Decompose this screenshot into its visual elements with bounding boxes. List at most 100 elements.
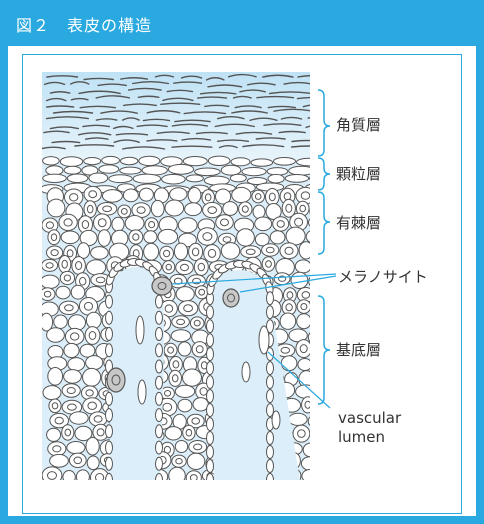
corneum-strand [218,145,238,149]
spinous-cell [182,368,202,387]
corneum-strand [137,95,160,98]
spinous-cell [164,199,185,217]
spinous-cell [75,469,90,480]
spinous-cell [305,230,310,243]
spinous-cell [58,213,78,231]
spinous-nucleus [185,428,193,437]
spinous-cell [302,442,310,458]
spinous-cell [68,452,87,468]
lumen-shape [241,361,251,383]
spinous-nucleus [294,217,304,227]
spinous-cell [84,326,101,345]
spinous-nucleus [162,402,173,412]
spinous-cell [59,270,76,286]
corneum-strand [174,119,211,123]
corneum-strand [84,137,109,140]
spinous-nucleus [50,233,58,241]
granular-cells [42,155,310,195]
spinous-nucleus [207,206,217,215]
spinous-nucleus [164,390,172,397]
corneum-strand [70,81,90,85]
lumen-shape [135,315,145,345]
granular-cell [120,156,139,166]
spinous-nucleus [191,417,200,425]
basal-cell [155,343,163,358]
spinous-cell [272,216,290,232]
basal-bracket [317,295,331,405]
spinous-cell [62,470,76,480]
granular-cell [309,176,310,181]
spinous-nucleus [297,429,306,438]
spinous-nucleus [312,419,318,424]
corneum-strand [267,105,296,109]
spinous-nucleus [64,428,72,437]
spinous-cell [297,358,310,371]
spinous-nucleus [180,263,189,272]
spinous-cell [279,312,297,330]
spinous-cell [46,198,66,218]
spinous-cell [177,217,198,234]
spinous-cell [173,242,189,261]
label-stratum-basale: 基底層 [336,341,381,359]
spinous-nucleus [299,344,308,354]
spinous-cell [294,259,310,274]
basal-cell [105,456,113,471]
granular-cell [88,172,109,184]
granular-cell [132,173,162,184]
spinous-nucleus [50,249,59,257]
spinous-nucleus [265,260,272,268]
spinous-nucleus [66,387,76,394]
spinous-nucleus [300,303,308,311]
spinous-cell [254,232,270,247]
spinous-cell [48,398,62,414]
melanocyte-nucleus [157,282,167,290]
basal-cell [266,445,274,459]
spinous-cell [157,228,179,245]
corneum-strand [46,75,79,78]
basal-cell [266,403,274,418]
spinous-cell [46,245,64,260]
spinous-nucleus [304,400,310,409]
spinous-cell [296,299,310,314]
spinous-nucleus [81,220,90,229]
corneum-strand [113,139,140,143]
melanocyte-cell [151,276,173,296]
spinous-cell [58,300,80,315]
corneum-strand [262,74,294,78]
basal-cell [266,431,274,445]
spinous-nucleus [43,290,52,298]
spinous-nucleus [54,416,64,425]
spinous-nucleus [313,334,320,340]
spinous-nucleus [51,402,59,410]
spinous-cell [308,276,310,286]
layer-brackets [317,89,331,405]
corneum-strand [307,117,310,119]
spinous-nucleus [52,445,62,453]
corneum-strand [235,131,273,135]
corneum-strand [217,115,245,120]
corneum-strand [97,83,127,87]
corneum-strand [255,137,286,140]
spinous-cell [309,208,310,215]
granular-bracket [317,157,331,191]
spinous-cell [197,227,218,246]
spinous-nucleus [167,346,175,354]
spinous-cell [61,383,81,398]
basal-cell [155,440,163,455]
figure-title: 図２ 表皮の構造 [16,16,153,35]
spinous-cell [202,201,223,219]
corneum-strand [112,125,134,130]
corneum-strand [77,132,112,136]
corneum-strand [195,131,228,135]
corneum-strand [234,105,262,109]
spinous-cell [97,229,112,247]
melanocyte-nucleus [227,293,235,303]
corneum-strand [171,145,213,148]
corneum-strand [181,137,212,141]
basal-cell [155,473,163,480]
corneum-strand [42,146,66,150]
basal-cell [155,294,163,309]
spinous-cell [143,230,158,244]
corneum-bracket [317,89,331,157]
spinous-nucleus [63,218,73,227]
